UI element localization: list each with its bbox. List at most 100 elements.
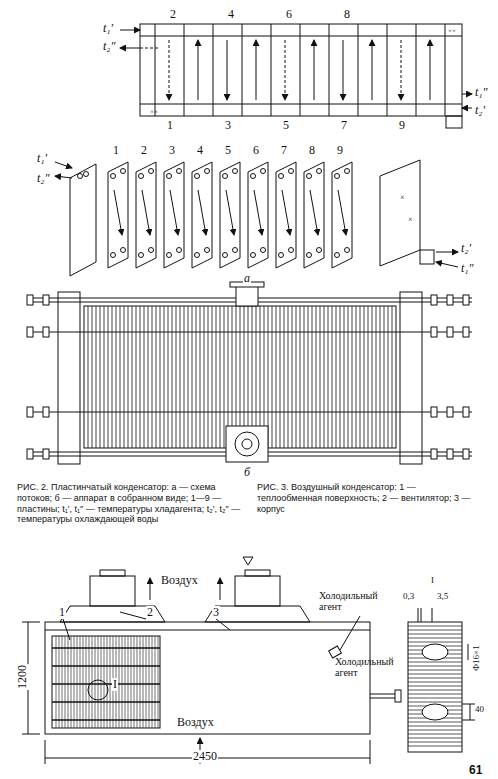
port <box>177 169 182 174</box>
port <box>289 248 294 253</box>
label: 8 <box>343 8 351 21</box>
stroke <box>101 636 102 728</box>
stroke <box>204 306 205 448</box>
stroke <box>198 40 199 100</box>
stroke <box>360 306 361 448</box>
stroke <box>68 636 69 728</box>
label: 6 <box>285 8 293 21</box>
plate <box>332 162 352 268</box>
stroke <box>314 40 315 100</box>
stroke <box>65 636 66 728</box>
plate <box>164 162 184 268</box>
stroke <box>137 636 138 728</box>
stroke <box>80 636 81 728</box>
stroke <box>376 306 377 448</box>
stroke <box>408 730 462 731</box>
stroke <box>254 190 262 235</box>
stroke <box>288 306 289 448</box>
port <box>251 174 256 179</box>
stroke <box>192 306 193 448</box>
port <box>317 169 322 174</box>
nut <box>27 449 33 459</box>
nut <box>447 407 453 417</box>
label: 1 <box>166 119 174 132</box>
nut <box>431 449 437 459</box>
stroke <box>56 636 57 728</box>
stroke <box>408 726 462 727</box>
port <box>317 248 322 253</box>
stroke <box>408 686 462 687</box>
stroke <box>408 722 462 723</box>
port <box>233 169 238 174</box>
stroke <box>184 24 185 116</box>
port <box>205 248 210 253</box>
stroke <box>216 306 217 448</box>
stroke <box>284 306 285 448</box>
stroke <box>308 306 309 448</box>
port <box>307 253 312 258</box>
stroke <box>387 24 388 116</box>
stroke <box>408 746 462 747</box>
stroke <box>148 306 149 448</box>
stroke <box>62 636 63 728</box>
port <box>121 248 126 253</box>
port <box>167 253 172 258</box>
stroke <box>358 24 359 116</box>
label: 5 <box>282 119 290 132</box>
port <box>111 174 116 179</box>
stroke <box>343 40 344 100</box>
stroke <box>52 719 160 720</box>
stroke <box>86 636 87 728</box>
label: 7 <box>340 119 348 132</box>
stroke <box>170 190 178 235</box>
stroke <box>128 636 129 728</box>
stroke <box>329 24 330 116</box>
port <box>177 248 182 253</box>
stroke <box>408 634 462 635</box>
port <box>345 169 350 174</box>
stroke <box>132 306 133 448</box>
label: t₁′ <box>102 22 114 35</box>
stroke <box>220 306 221 448</box>
stroke <box>176 306 177 448</box>
stroke <box>384 306 385 448</box>
label: I <box>112 678 118 691</box>
label: t₁′ <box>36 152 48 165</box>
nut <box>43 327 49 337</box>
label: 7 <box>280 144 288 157</box>
port <box>279 174 284 179</box>
stroke <box>310 190 318 235</box>
port <box>233 248 238 253</box>
port <box>139 253 144 258</box>
stroke <box>380 306 381 448</box>
plate <box>136 162 156 268</box>
label: t₂′ <box>474 104 486 117</box>
nut <box>431 327 437 337</box>
stroke <box>77 636 78 728</box>
stroke <box>213 24 214 116</box>
label: Холодильный агент <box>318 590 384 612</box>
label: t₂″ <box>36 172 51 185</box>
svg-text:×: × <box>400 193 405 202</box>
stroke <box>332 306 333 448</box>
stroke <box>227 40 228 100</box>
plate <box>108 162 128 268</box>
stroke <box>152 636 153 728</box>
stroke <box>392 306 393 448</box>
stroke <box>416 24 417 116</box>
stroke <box>320 306 321 448</box>
stroke <box>140 306 141 448</box>
stroke <box>296 306 297 448</box>
stroke <box>83 636 84 728</box>
label: t₂″ <box>102 40 117 53</box>
stroke <box>256 40 257 100</box>
stroke <box>180 306 181 448</box>
port <box>111 253 116 258</box>
port <box>139 174 144 179</box>
stroke <box>74 636 75 728</box>
plate <box>276 162 296 268</box>
nut <box>27 407 33 417</box>
port <box>167 174 172 179</box>
nut <box>431 407 437 417</box>
stroke <box>408 702 462 703</box>
